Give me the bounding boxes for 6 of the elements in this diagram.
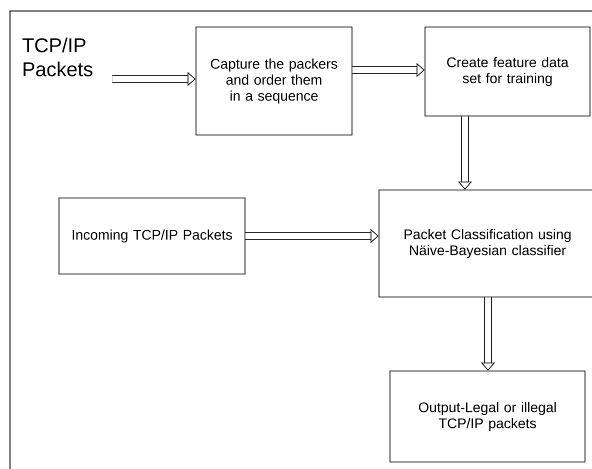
process-box: Capture the packers and order them in a sequence [196,26,352,136]
process-box: Output-Legal or illegal TCP/IP packets [390,370,586,462]
process-box: Incoming TCP/IP Packets [58,198,246,274]
process-box: Create feature data set for training [424,26,590,116]
input-label: TCP/IP Packets [22,38,92,76]
process-box: Packet Classification using Näive-Bayesian classifier [378,190,592,298]
